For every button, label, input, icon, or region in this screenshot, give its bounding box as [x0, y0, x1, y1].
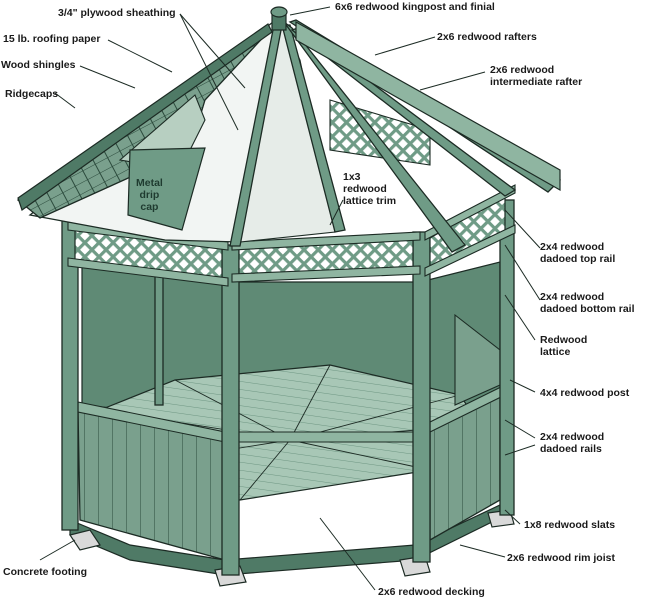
metal-drip-cap	[127, 147, 206, 231]
intermediate-rafter	[295, 20, 561, 192]
kingpost-finial	[270, 6, 288, 31]
redwood-slats	[77, 313, 501, 561]
redwood-posts	[61, 199, 515, 576]
dadoed-bottom-rail	[67, 224, 516, 287]
leader-lines	[39, 6, 541, 591]
